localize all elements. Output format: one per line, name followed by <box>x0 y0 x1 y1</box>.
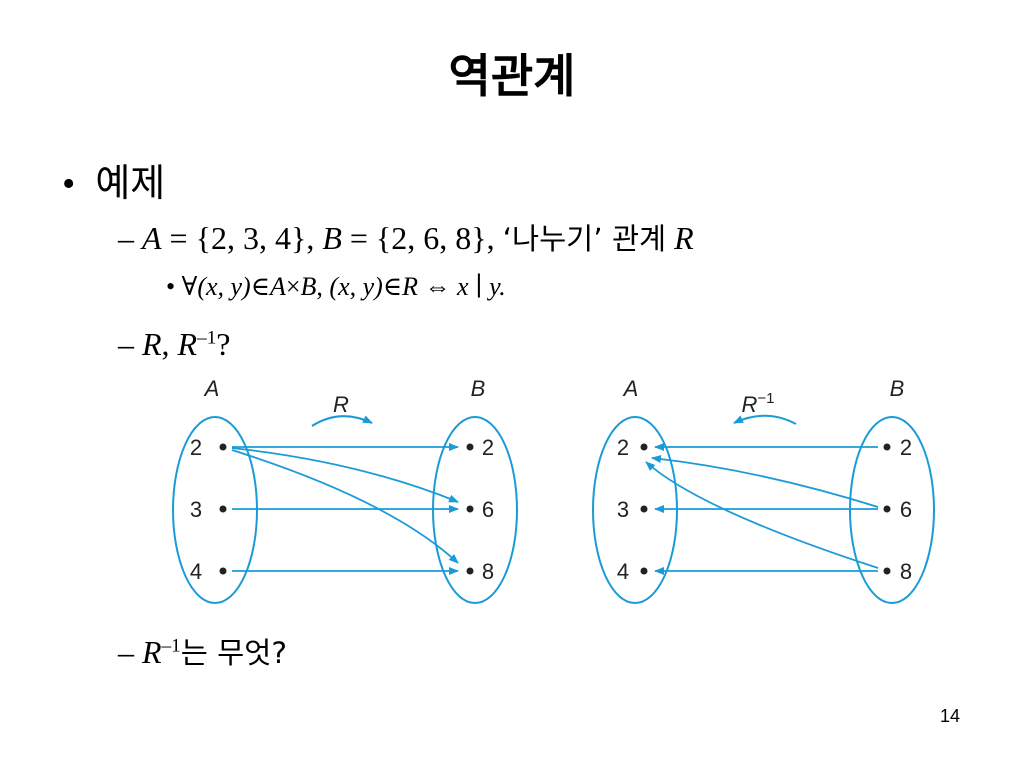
B-element-6: 6 <box>900 497 912 522</box>
diagram-Rinv-set-A-label: A <box>622 376 639 401</box>
arrow-2-to-8 <box>231 449 459 564</box>
iff-symbol: ⇔ <box>424 272 451 301</box>
diagram-R-relation-label: R <box>333 392 349 417</box>
var-x: x <box>456 272 469 301</box>
B-point-8 <box>466 567 474 575</box>
A-point-4 <box>640 567 648 575</box>
relation-R-inverse: R <box>142 634 162 670</box>
arrow-8-to-2 <box>645 461 879 569</box>
diagram-R: A B R 2 3 4 2 6 8 <box>172 376 518 604</box>
A-element-2: 2 <box>190 435 202 460</box>
B-point-2 <box>883 443 891 451</box>
A-element-2: 2 <box>617 435 629 460</box>
A-point-2 <box>640 443 648 451</box>
relation-R-inverse: R <box>177 326 198 362</box>
sets-definition-line: –A = {2, 3, 4}, B = {2, 6, 8}, ‘나누기’ 관계 … <box>118 220 694 256</box>
inverse-exponent: –1 <box>161 635 181 657</box>
pair-xy: (x, y) <box>197 272 251 301</box>
A-point-4 <box>219 567 227 575</box>
A-element-3: 3 <box>190 497 202 522</box>
page-number: 14 <box>939 706 960 726</box>
arrow-6-to-2 <box>651 455 879 508</box>
set-A-ellipse <box>592 416 678 604</box>
question-line-2: –R–1는 무엇? <box>118 630 287 672</box>
relation-R: R <box>402 272 418 301</box>
relation-description: ‘나누기’ 관계 <box>502 222 667 256</box>
bullet-dot: • <box>166 272 176 301</box>
bullet-example-label: 예제 <box>95 161 166 205</box>
set-A: A <box>269 272 286 301</box>
B-element-2: 2 <box>482 435 494 460</box>
set-A-elements: {2, 3, 4} <box>195 220 307 256</box>
set-B-ellipse <box>849 416 935 604</box>
B-point-2 <box>466 443 474 451</box>
A-point-3 <box>219 505 227 513</box>
diagram-R-set-A-label: A <box>203 376 220 401</box>
diagram-R-set-B-label: B <box>471 376 486 401</box>
relation-name: R <box>674 220 694 256</box>
set-B-ellipse <box>432 416 518 604</box>
times-symbol: × <box>285 272 301 301</box>
element-of-symbol: ∈ <box>382 272 403 301</box>
A-element-3: 3 <box>617 497 629 522</box>
question-text: 는 무엇? <box>180 636 287 670</box>
set-A-ellipse <box>172 416 258 604</box>
A-element-4: 4 <box>617 559 629 584</box>
page-title: 역관계 <box>448 49 576 103</box>
B-point-8 <box>883 567 891 575</box>
B-element-2: 2 <box>900 435 912 460</box>
bullet-example: • 예제 <box>62 152 165 207</box>
bullet-dot: • <box>62 163 76 205</box>
element-of-symbol: ∈ <box>250 272 270 301</box>
relation-R: R <box>142 326 162 362</box>
forall-symbol: ∀ <box>181 272 198 301</box>
diagram-R-inverse: A B R−1 2 3 4 2 6 8 <box>592 376 935 604</box>
B-element-8: 8 <box>482 559 494 584</box>
B-point-6 <box>466 505 474 513</box>
set-A-name: A <box>142 220 162 256</box>
divides-symbol: ∣ <box>475 272 483 301</box>
arrow-2-to-6 <box>231 447 459 503</box>
set-B: B <box>300 272 317 301</box>
direction-arrow-icon <box>733 414 797 425</box>
relation-definition-line: • ∀(x, y)∈A×B, (x, y)∈R ⇔ x ∣ y. <box>166 272 506 301</box>
dash-marker: – <box>118 634 134 670</box>
B-element-8: 8 <box>900 559 912 584</box>
question-line-1: –R, R–1? <box>118 326 231 362</box>
diagram-Rinv-set-B-label: B <box>890 376 905 401</box>
var-y: y. <box>489 272 506 301</box>
inverse-exponent: –1 <box>197 327 217 349</box>
dash-marker: – <box>118 326 134 362</box>
set-B-elements: {2, 6, 8} <box>375 220 487 256</box>
B-point-6 <box>883 505 891 513</box>
dash-marker: – <box>118 220 134 256</box>
direction-arrow-icon <box>311 415 373 427</box>
diagram-Rinv-relation-label: R−1 <box>742 390 775 417</box>
A-element-4: 4 <box>190 559 202 584</box>
A-point-3 <box>640 505 648 513</box>
B-element-6: 6 <box>482 497 494 522</box>
A-point-2 <box>219 443 227 451</box>
question-mark: ? <box>216 326 231 362</box>
set-B-name: B <box>322 220 342 256</box>
